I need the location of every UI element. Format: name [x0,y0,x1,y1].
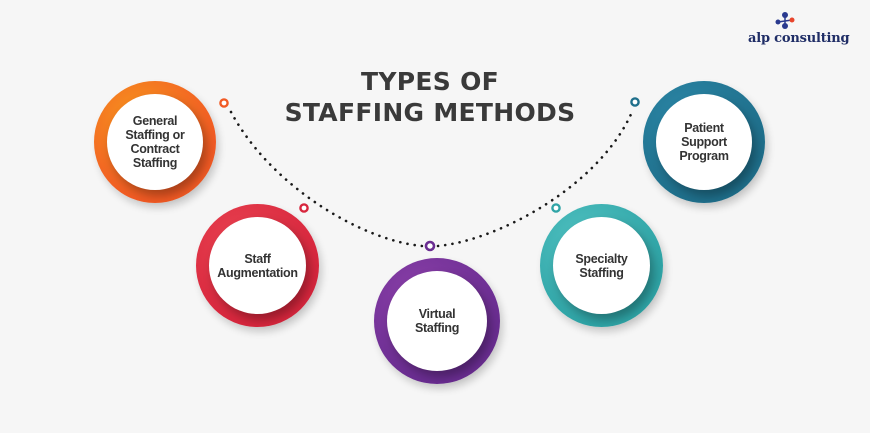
dotted-arc-right [436,110,634,248]
method-label: Virtual Staffing [414,307,460,335]
method-label: Specialty Staffing [575,251,628,280]
node-marker-virtual [424,240,436,252]
method-circle-virtual-staffing: Virtual Staffing [374,258,500,384]
node-marker-general [219,98,229,108]
method-circle-inner: Patient Support Program [656,94,752,190]
brand-name: alp consulting [748,31,850,46]
method-circle-staff-augmentation: Staff Augmentation [196,204,319,327]
method-circle-patient-support: Patient Support Program [643,81,765,203]
method-circle-specialty-staffing: Specialty Staffing [540,204,663,327]
method-circle-inner: Staff Augmentation [209,217,306,314]
node-marker-specialty [551,203,561,213]
method-circle-general-staffing: General Staffing or Contract Staffing [94,81,216,203]
method-circle-inner: General Staffing or Contract Staffing [107,94,203,190]
brand-logo: alp consulting [748,12,858,46]
node-marker-staff [299,203,309,213]
method-circle-inner: Specialty Staffing [553,217,650,314]
node-marker-patient [630,97,640,107]
method-label: Patient Support Program [679,121,729,163]
title-line-2: STAFFING METHODS [284,98,576,127]
method-label: Staff Augmentation [217,251,298,280]
method-circle-inner: Virtual Staffing [387,271,487,371]
molecule-icon [775,12,795,29]
title-line-1: TYPES OF [361,67,499,96]
method-label: General Staffing or Contract Staffing [125,114,185,170]
page-title: TYPES OF STAFFING METHODS [270,66,590,128]
